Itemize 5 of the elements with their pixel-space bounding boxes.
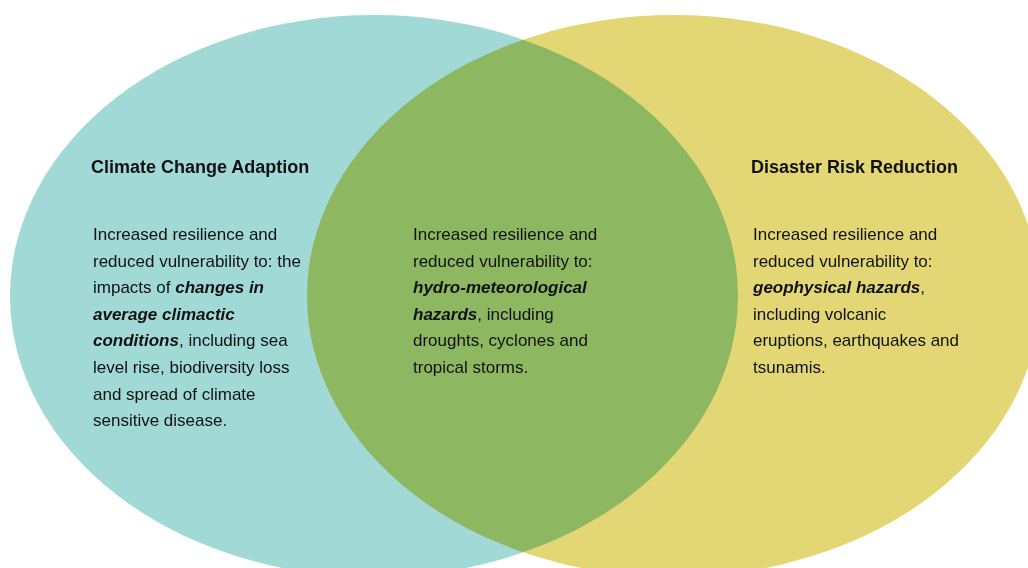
circle-description: Increased resilience and reduced vulnerability to: geophysical hazards, including volcanic eruptions, earthquakes and tsunamis. (753, 224, 961, 379)
overlap-description: Increased resilience and reduced vulnerability to: hydro-meteorological hazards, including droughts, cyclones and tropical storms. (413, 224, 599, 379)
circle-description: Increased resilience and reduced vulnerability to: the impacts of changes in average climactic conditions, including sea level rise, biodiversity loss and spread of climate sensitive disease. (93, 224, 302, 433)
circle-heading: Climate Change Adaption (91, 157, 310, 178)
circle-heading: Disaster Risk Reduction (751, 157, 959, 178)
